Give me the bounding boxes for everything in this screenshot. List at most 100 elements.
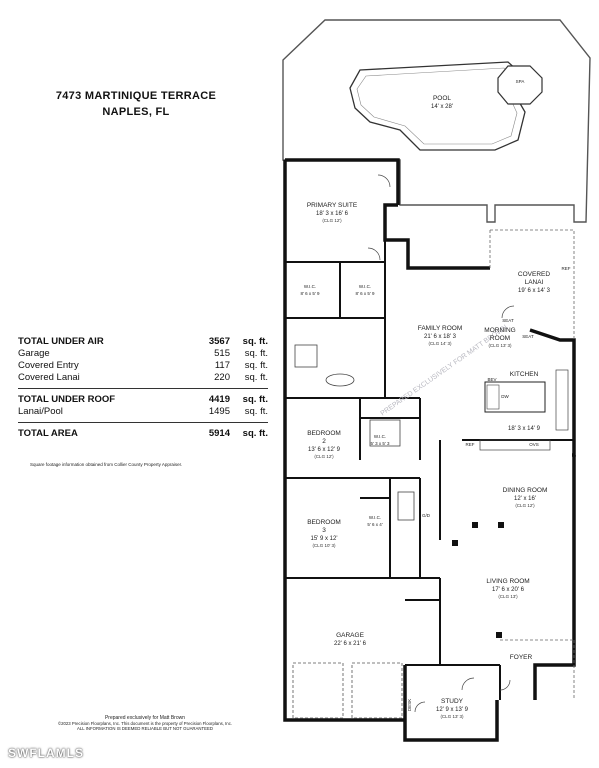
sqft-unit: sq. ft. (242, 336, 268, 347)
kitchen-back-counter (479, 439, 551, 451)
dw-label: DW (501, 394, 509, 399)
covered-lanai-dim: 19' 6 x 14' 3 (518, 288, 551, 294)
primary-suite-dim: 18' 3 x 16' 6 (316, 211, 349, 217)
sqft-row-lanai-pool: Lanai/Pool 1495 sq. ft. (18, 406, 268, 418)
sqft-value: 220 (214, 372, 230, 383)
primary-suite-clg: (CLG 12') (322, 218, 342, 223)
wic3-label: W.I.C. (374, 434, 386, 439)
morning-room-clg: (CLG 13' 3) (488, 343, 512, 348)
sqft-value: 4419 (208, 394, 230, 405)
sqft-value: 117 (214, 360, 230, 371)
covered-lanai-outline (489, 229, 575, 340)
sqft-label: Covered Lanai (18, 372, 80, 383)
kitchen-label: KITCHEN (510, 371, 539, 378)
kitchen-counter (555, 369, 569, 431)
wic4-label: W.I.C. (369, 515, 381, 520)
wic2-label: W.I.C. (359, 284, 371, 289)
sqft-row-covered-lanai: Covered Lanai 220 sq. ft. (18, 372, 268, 384)
wic2-dim: 8' 6 x 5' 9 (356, 291, 375, 296)
ref2-label: REF (562, 266, 571, 271)
kitchen-island (484, 381, 546, 413)
shower-2 (369, 419, 401, 447)
seat-label-1: SEAT (502, 318, 514, 323)
dining-room-label: DINING ROOM (503, 487, 548, 494)
mls-watermark: SWFLAMLS (8, 746, 84, 760)
garage-door-right (351, 662, 403, 719)
pool-enclosure (282, 19, 591, 223)
sqft-unit: sq. ft. (244, 406, 268, 417)
sqft-unit: sq. ft. (242, 394, 268, 405)
study-clg: (CLG 13' 3) (440, 714, 464, 719)
bedroom2-label-2: 2 (322, 438, 326, 445)
sqft-label: TOTAL UNDER AIR (18, 336, 104, 347)
credits-line-3: ALL INFORMATION IS DEEMED RELIABLE BUT N… (77, 726, 213, 731)
sqft-row-covered-entry: Covered Entry 117 sq. ft. (18, 360, 268, 372)
exterior-walls (283, 158, 576, 742)
living-room-label: LIVING ROOM (486, 578, 529, 585)
study-dim: 12' 9 x 13' 9 (436, 707, 469, 713)
sqft-label: Lanai/Pool (18, 406, 63, 417)
family-room-clg: (CLG 14' 3) (428, 341, 452, 346)
bev-label: BEV (487, 377, 496, 382)
ref-label: REF (466, 442, 475, 447)
study-label: STUDY (441, 698, 464, 705)
primary-suite-label: PRIMARY SUITE (307, 202, 358, 209)
address-line-1: 7473 MARTINIQUE TERRACE (55, 90, 217, 102)
sqft-row-garage: Garage 515 sq. ft. (18, 348, 268, 360)
gd-label: G/D (422, 513, 431, 518)
sqft-unit: sq. ft. (242, 428, 268, 439)
divider (18, 422, 268, 423)
sqft-unit: sq. ft. (244, 360, 268, 371)
door-swings (367, 174, 515, 713)
bedroom3-label-2: 3 (322, 527, 326, 534)
sqft-label: Garage (18, 348, 50, 359)
bathtub (325, 373, 355, 387)
sqft-value: 1495 (208, 406, 230, 417)
square-footage-table: TOTAL UNDER AIR 3567 sq. ft. Garage 515 … (18, 336, 268, 440)
covered-lanai-label-2: LANAI (525, 279, 544, 286)
spa-shape (497, 65, 543, 105)
bedroom3-dim: 15' 9 x 12' (311, 536, 338, 542)
wic1-label: W.I.C. (304, 284, 316, 289)
kitchen-dim: 18' 3 x 14' 9 (508, 426, 541, 432)
sqft-label: TOTAL UNDER ROOF (18, 394, 116, 405)
ovs-label: OVS (529, 442, 539, 447)
wic4-dim: 5' 6 x 4' (367, 522, 382, 527)
sqft-label: Covered Entry (18, 360, 79, 371)
dining-room-dim: 12' x 16' (514, 496, 536, 502)
bedroom2-label-1: BEDROOM (307, 430, 341, 437)
spa-label: SPA (516, 79, 525, 84)
bedroom2-clg: (CLG 12') (314, 454, 334, 459)
sqft-unit: sq. ft. (244, 372, 268, 383)
credits-line-2: ©2023 Precision Floorplans, Inc. This do… (57, 721, 233, 726)
dining-room-clg: (CLG 12') (515, 503, 535, 508)
wic3-dim: 5' 3 x 5' 3 (371, 441, 390, 446)
sqft-unit: sq. ft. (244, 348, 268, 359)
sqft-label: TOTAL AREA (18, 428, 78, 439)
foyer-label: FOYER (510, 654, 533, 661)
columns (452, 522, 504, 638)
bedroom3-label-1: BEDROOM (307, 519, 341, 526)
sqft-footnote: Square footage information obtained from… (30, 462, 183, 467)
sqft-row-total-area: TOTAL AREA 5914 sq. ft. (18, 428, 268, 440)
morning-room-label-1: MORNING (484, 327, 515, 334)
living-room-dim: 17' 6 x 20' 6 (492, 587, 525, 593)
bedroom2-dim: 13' 6 x 12' 9 (308, 447, 341, 453)
sqft-value: 3567 (208, 336, 230, 347)
vanity (397, 491, 415, 521)
garage-dim: 22' 6 x 21' 6 (334, 641, 367, 647)
sqft-value: 515 (214, 348, 230, 359)
island-sink (486, 384, 500, 410)
pool-label: POOL (433, 95, 451, 102)
credits-block: Prepared exclusively for Matt Brown ©202… (20, 716, 270, 732)
seat-label-2: SEAT (522, 334, 534, 339)
divider (18, 388, 268, 389)
living-room-clg: (CLG 13') (498, 594, 518, 599)
bedroom3-clg: (CLG 10' 3) (312, 543, 336, 548)
covered-entry-outline (500, 639, 575, 700)
garage-door-left (292, 662, 344, 719)
desk-label: DESK (407, 699, 412, 711)
sqft-value: 5914 (208, 428, 230, 439)
family-room-label: FAMILY ROOM (418, 325, 463, 332)
